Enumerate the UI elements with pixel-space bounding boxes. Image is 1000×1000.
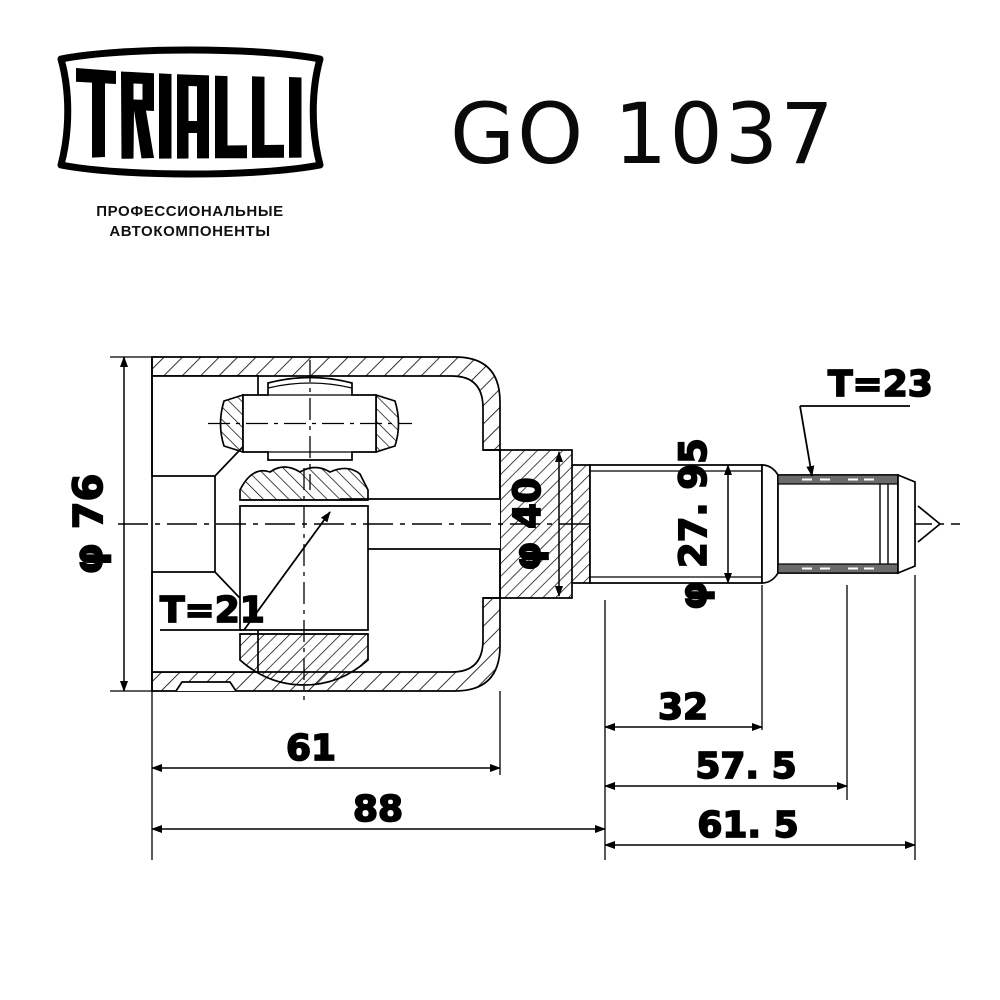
header: ПРОФЕССИОНАЛЬНЫЕ АВТОКОМПОНЕНТЫ GO 1037	[0, 0, 1000, 300]
dimension-88: 88	[151, 788, 606, 833]
shaft-circlip-groove	[879, 484, 889, 564]
dimension-61: 61	[151, 727, 501, 772]
dimension-615-label: 61. 5	[697, 805, 798, 846]
callout-t21-label: T=21	[160, 590, 265, 631]
logo-wordmark	[75, 68, 301, 159]
roller-left-cap	[219, 393, 244, 454]
dimension-phi2795-label: φ 27. 95	[672, 438, 715, 610]
dimension-phi2795: φ 27. 95	[671, 437, 732, 611]
callout-t23-label: T=23	[828, 364, 933, 405]
housing-bottom-tab	[175, 681, 237, 692]
cv-joint-drawing-svg: φ 76 T=21 φ 40 φ 27. 95	[65, 356, 960, 860]
brand-tagline: ПРОФЕССИОНАЛЬНЫЕ АВТОКОМПОНЕНТЫ	[40, 202, 340, 243]
part-number: GO 1037	[450, 85, 836, 183]
neck-join-lines	[483, 449, 500, 599]
shaft-main-inner-lines	[590, 470, 762, 578]
technical-drawing: φ 76 T=21 φ 40 φ 27. 95	[0, 300, 1000, 940]
shaft-tip	[897, 473, 916, 575]
dimension-phi40-label: φ 40	[506, 477, 549, 570]
dimension-88-label: 88	[353, 789, 403, 830]
brand-block: ПРОФЕССИОНАЛЬНЫЕ АВТОКОМПОНЕНТЫ	[40, 45, 340, 243]
spline-band-top	[777, 474, 899, 485]
dimension-32: 32	[604, 686, 763, 731]
callout-t21: T=21	[159, 511, 331, 632]
dimension-575: 57. 5	[604, 745, 848, 790]
roller-crown-line	[267, 382, 353, 389]
logo-svg	[57, 46, 323, 178]
dimension-575-label: 57. 5	[695, 746, 796, 787]
dimension-phi76: φ 76	[65, 356, 158, 692]
tagline-line-1: ПРОФЕССИОНАЛЬНЫЕ	[96, 203, 284, 220]
trialli-logo	[53, 45, 328, 180]
dimension-32-label: 32	[658, 687, 708, 728]
tagline-line-2: АВТОКОМПОНЕНТЫ	[109, 223, 271, 241]
dimension-61-label: 61	[286, 728, 336, 769]
break-marker-icon	[917, 505, 941, 543]
roller-right-cap	[375, 393, 400, 454]
hub-cylinder	[239, 505, 369, 631]
callout-t23: T=23	[799, 363, 934, 477]
dimension-615: 61. 5	[604, 804, 916, 849]
spline-band-bottom	[777, 563, 899, 574]
dimension-phi40: φ 40	[505, 451, 563, 597]
spline-teeth-marks	[802, 478, 874, 570]
dimension-phi76-label: φ 76	[66, 474, 112, 575]
shaft-chamfer	[761, 464, 779, 584]
hub-spline-root-lines	[240, 499, 368, 507]
